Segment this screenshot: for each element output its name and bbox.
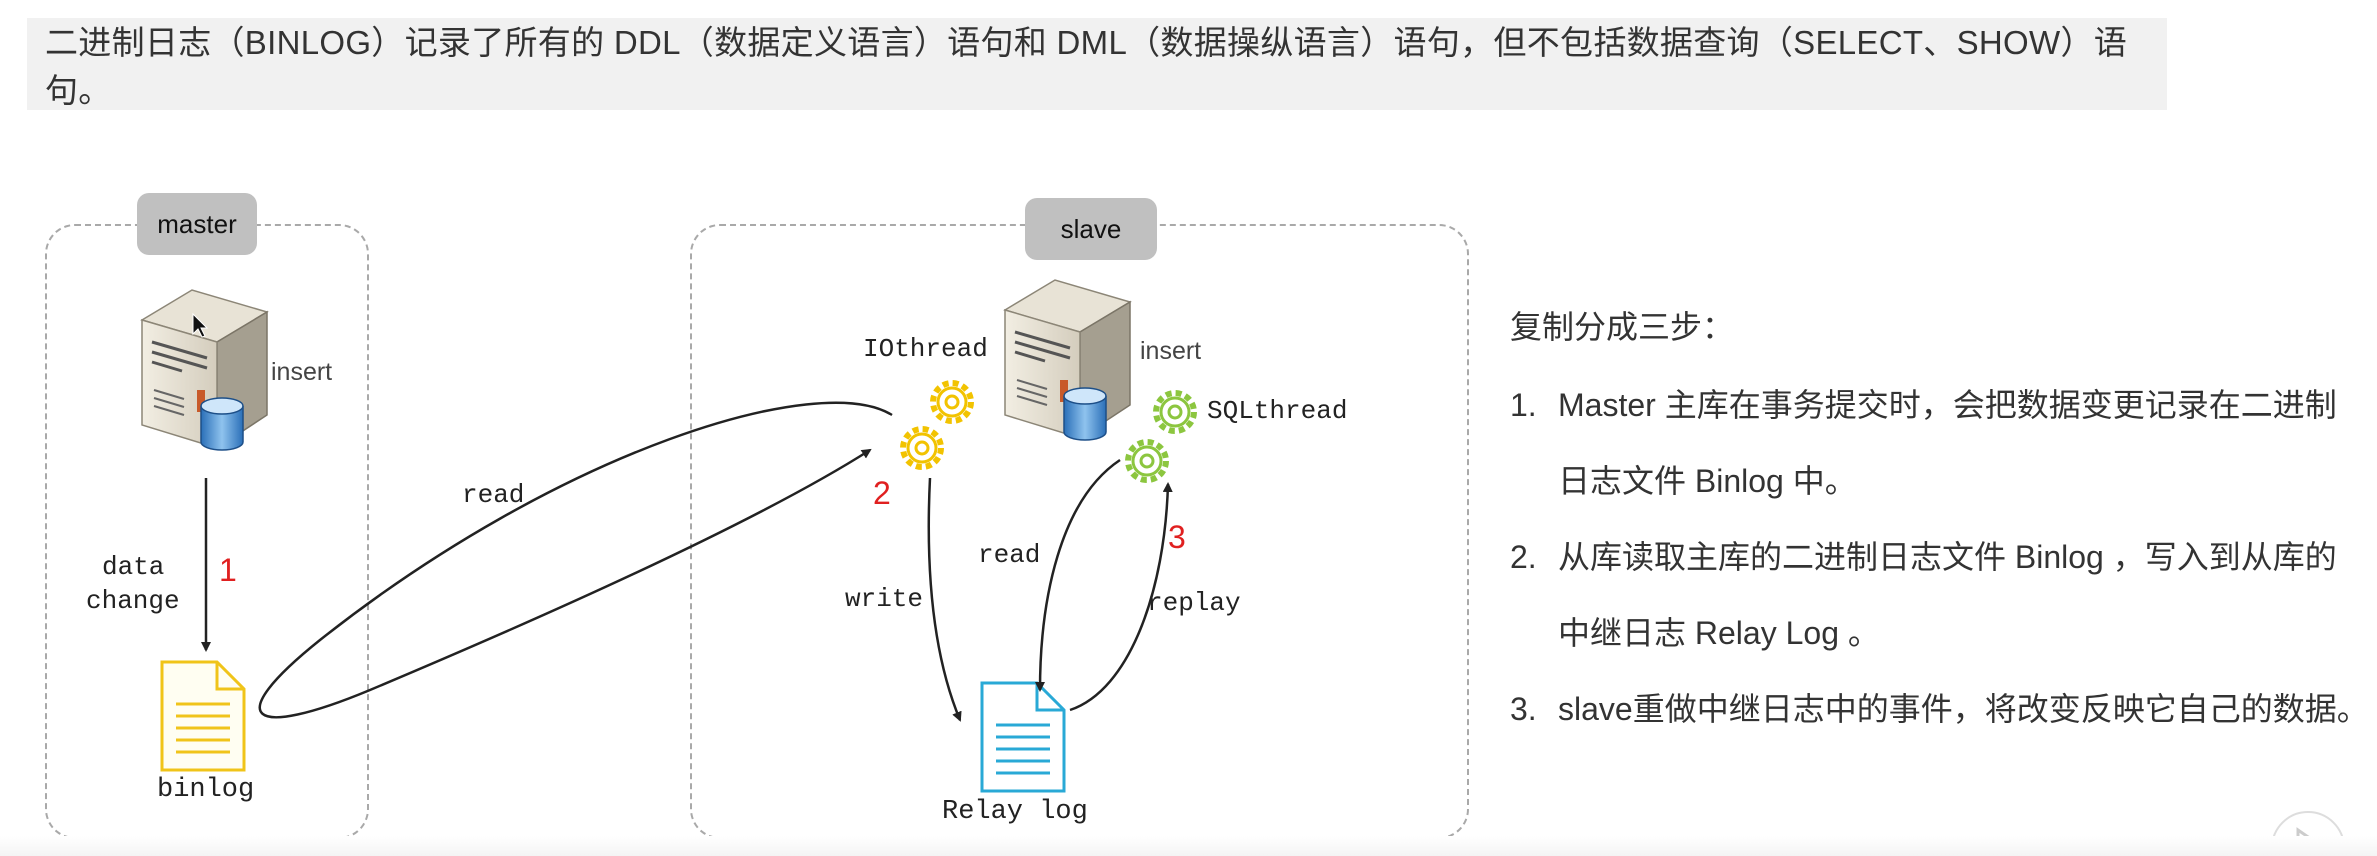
sqlthread-gear-icon xyxy=(1128,393,1194,480)
master-database-icon xyxy=(200,397,244,451)
master-insert-label: insert xyxy=(271,358,333,386)
replay-arrow xyxy=(1069,482,1173,712)
step-number: 3. xyxy=(1510,691,1537,727)
step-text: slave重做中继日志中的事件，将改变反映它自己的数据。 xyxy=(1558,691,2369,727)
steps-title: 复制分成三步： xyxy=(1510,309,1735,345)
step-2-marker: 2 xyxy=(873,475,891,511)
slave-badge: slave xyxy=(1025,198,1157,260)
step-number: 2. xyxy=(1510,539,1537,575)
step-number: 1. xyxy=(1510,387,1537,423)
step-item-1: 1. Master 主库在事务提交时，会把数据变更记录在二进制 xyxy=(1510,380,2337,426)
mouse-cursor-icon xyxy=(192,312,209,338)
slave-database-icon xyxy=(1063,387,1107,441)
replay-label: replay xyxy=(1147,588,1241,618)
read-loop-arrow xyxy=(258,401,893,719)
iothread-gear-icon xyxy=(903,383,971,467)
relay-log-document-icon xyxy=(980,681,1066,793)
description-banner: 二进制日志（BINLOG）记录了所有的 DDL（数据定义语言）语句和 DML（数… xyxy=(27,18,2167,110)
step-text: 从库读取主库的二进制日志文件 Binlog ，写入到从库的 xyxy=(1558,539,2337,575)
bottom-edge xyxy=(0,836,2377,856)
step-item-1-continuation: 日志文件 Binlog 中。 xyxy=(1558,463,1857,499)
write-label: write xyxy=(845,584,924,614)
binlog-label: binlog xyxy=(157,775,255,805)
data-change-label-line1: data xyxy=(102,552,165,582)
step-item-3: 3. slave重做中继日志中的事件，将改变反映它自己的数据。 xyxy=(1510,684,2369,730)
sql-read-label: read xyxy=(978,540,1041,570)
read-arrow-label: read xyxy=(462,480,525,510)
sql-read-arrow xyxy=(1035,458,1121,692)
step-3-marker: 3 xyxy=(1168,519,1186,555)
banner-text: 二进制日志（BINLOG）记录了所有的 DDL（数据定义语言）语句和 DML（数… xyxy=(45,24,2128,109)
iothread-label: IOthread xyxy=(863,334,988,364)
master-badge: master xyxy=(137,193,257,255)
sqlthread-label: SQLthread xyxy=(1207,396,1348,426)
step-text: Master 主库在事务提交时，会把数据变更记录在二进制 xyxy=(1558,387,2337,423)
write-arrow xyxy=(927,477,962,722)
step-item-2: 2. 从库读取主库的二进制日志文件 Binlog ，写入到从库的 xyxy=(1510,532,2337,578)
binlog-document-icon xyxy=(160,660,246,772)
data-change-label-line2: change xyxy=(86,586,180,616)
relay-log-label: Relay log xyxy=(942,797,1088,827)
slave-insert-label: insert xyxy=(1140,337,1202,365)
step-1-marker: 1 xyxy=(219,552,237,588)
step-item-2-continuation: 中继日志 Relay Log 。 xyxy=(1558,615,1880,651)
